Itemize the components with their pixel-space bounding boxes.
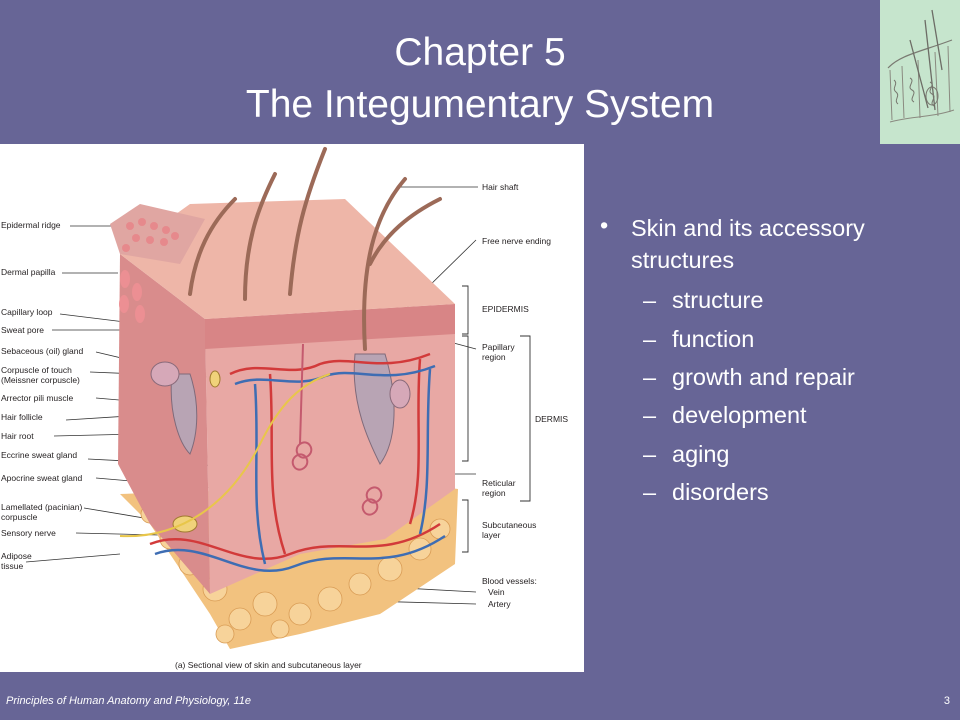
label-artery: Artery [488, 599, 511, 609]
label-arrector-pili-muscle: Arrector pili muscle [1, 393, 74, 403]
dash-marker: – [643, 326, 657, 352]
dash-marker: – [643, 364, 657, 390]
label-meissner-corpuscle: (Meissner corpuscle) [1, 375, 80, 385]
thumbnail-illustration [880, 0, 960, 144]
label-blood-vessels: Blood vessels: [482, 576, 537, 586]
bullet-main-text: Skin and its accessory structures [631, 215, 865, 273]
label-hair-root: Hair root [1, 431, 34, 441]
sub-bullet-text: development [672, 402, 807, 428]
label-vein: Vein [488, 587, 505, 597]
dash-marker: – [643, 287, 657, 313]
label-capillary-loop: Capillary loop [1, 307, 53, 317]
dash-marker: – [643, 441, 657, 467]
label-reticular-region: region [482, 488, 506, 498]
skin-diagram-illustration [25, 147, 531, 649]
sub-bullet-text: structure [672, 287, 764, 313]
label-epidermal-ridge: Epidermal ridge [1, 220, 61, 230]
label-papillary: Papillary [482, 342, 515, 352]
slide-title-line2: The Integumentary System [245, 83, 715, 126]
label-epidermis: EPIDERMIS [482, 304, 529, 314]
label-sebaceous-gland: Sebaceous (oil) gland [1, 346, 84, 356]
label-adipose-tissue: tissue [1, 561, 24, 571]
label-adipose: Adipose [1, 551, 32, 561]
slide-title-line1: Chapter 5 [394, 31, 566, 74]
dash-marker: – [643, 402, 657, 428]
sub-bullet-text: disorders [672, 479, 769, 505]
label-lamellated-corpuscle: Lamellated (pacinian) [1, 502, 83, 512]
label-sweat-pore: Sweat pore [1, 325, 44, 335]
label-dermal-papilla: Dermal papilla [1, 267, 56, 277]
footer-book-title: Principles of Human Anatomy and Physiolo… [6, 695, 251, 707]
label-lamellated-corpuscle-2: corpuscle [1, 512, 38, 522]
page-number: 3 [943, 695, 950, 707]
figure-caption: (a) Sectional view of skin and subcutane… [175, 660, 362, 670]
label-reticular: Reticular [482, 478, 516, 488]
label-corpuscle-of-touch: Corpuscle of touch [1, 365, 72, 375]
label-dermis: DERMIS [535, 414, 569, 424]
dash-marker: – [643, 479, 657, 505]
sub-bullet-text: growth and repair [672, 364, 855, 390]
label-hair-follicle: Hair follicle [1, 412, 43, 422]
label-papillary-region: region [482, 352, 506, 362]
skin-cross-section-figure: Epidermal ridge Dermal papilla Capillary… [0, 144, 584, 672]
sub-bullet-text: function [672, 326, 755, 352]
label-subcutaneous-layer: layer [482, 530, 501, 540]
label-sensory-nerve: Sensory nerve [1, 528, 56, 538]
label-apocrine-sweat-gland: Apocrine sweat gland [1, 473, 83, 483]
label-eccrine-sweat-gland: Eccrine sweat gland [1, 450, 78, 460]
label-subcutaneous: Subcutaneous [482, 520, 537, 530]
bullet-marker: • [600, 212, 609, 238]
label-hair-shaft: Hair shaft [482, 182, 519, 192]
label-free-nerve-ending: Free nerve ending [482, 236, 551, 246]
sub-bullet-text: aging [672, 441, 730, 467]
